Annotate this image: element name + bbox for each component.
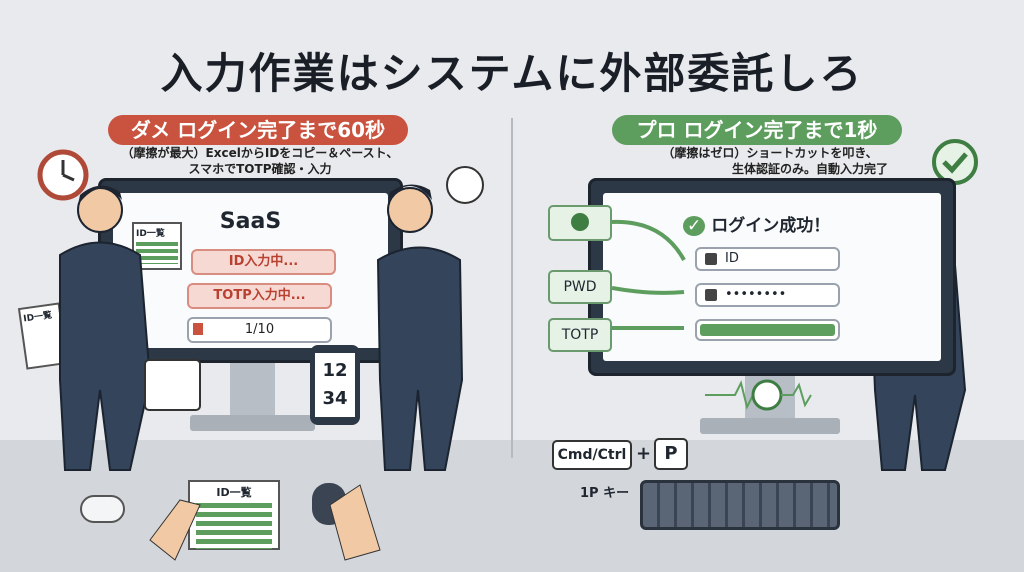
cmd-ctrl-key[interactable]: Cmd/Ctrl [552,440,632,470]
keyboard[interactable] [640,480,840,530]
id-list-paper: ID一覧 [17,302,69,370]
password-field[interactable]: •••••••• [695,283,840,307]
totp-code-2: 34 [322,388,348,409]
totp-input-pill: TOTP入力中... [187,283,332,309]
pwd-label: PWD [548,270,612,304]
plus-sign: + [636,443,652,464]
bad-subtitle-2: スマホでTOTP確認・入力 [188,162,332,176]
user-card-label [548,205,612,241]
success-check-icon [932,139,978,185]
id-list-doc: ID一覧 [132,222,182,270]
login-success-text: ログイン成功！ [711,216,831,236]
paper-label: ID一覧 [22,310,53,325]
good-subtitle-1: （摩擦はゼロ）ショートカットを叩き、 [662,146,878,160]
totp-field[interactable] [695,319,840,341]
user-icon [571,213,589,231]
id-field[interactable]: ID [695,247,840,271]
id-field-value: ID [725,251,739,266]
progress-label: 1/10 [244,322,275,337]
good-banner: プロ ログイン完了まで1秒 [612,115,902,145]
check-icon: ✓ [683,216,706,236]
floor [0,440,1024,572]
monitor-base [190,415,315,431]
monitor-stand [230,363,275,418]
mouse [80,495,125,523]
progress-bar: 1/10 [187,317,332,343]
doc-label: ID一覧 [136,229,165,239]
bad-banner: ダメ ログイン完了まで60秒 [108,115,408,145]
divider [511,118,513,458]
page-title: 入力作業はシステムに外部委託しろ [160,49,864,98]
fingerprint-icon [705,379,812,411]
bad-subtitle-1: （摩擦が最大）ExcelからIDをコピー＆ペースト、 [121,146,399,160]
good-subtitle-2: 生体認証のみ。自動入力完了 [731,162,888,176]
progress-fill [193,323,203,335]
saas-title: SaaS [219,209,282,234]
sheet-label: ID一覧 [216,486,252,499]
clock-icon [37,149,89,201]
totp-code-1: 12 [322,360,348,381]
smartphone: 12 34 [310,345,360,425]
mouse-right [312,483,346,525]
confusion-box-icon [144,359,201,411]
monitor-base-right [700,418,840,434]
right-monitor: ✓ログイン成功！ ID •••••••• [588,178,956,376]
p-key[interactable]: P [654,438,688,470]
password-field-value: •••••••• [725,287,787,302]
confusion-bubble-icon [446,166,484,204]
autofill-arrows [612,219,686,330]
id-list-sheet: ID一覧 [188,480,280,550]
login-success: ✓ログイン成功！ [683,211,830,236]
id-input-pill: ID入力中... [191,249,336,275]
key-caption: 1P キー [580,486,630,501]
user-icon [705,252,717,265]
totp-label: TOTP [548,318,612,352]
left-monitor: SaaS ID入力中... TOTP入力中... 1/10 [98,178,403,363]
lock-icon [705,288,717,301]
